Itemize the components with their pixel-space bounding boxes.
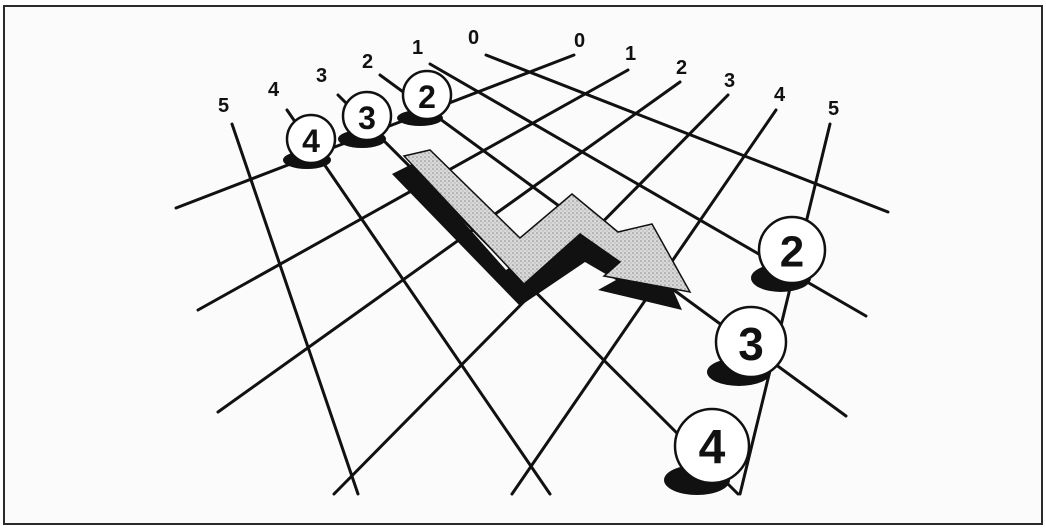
- right-label-1: 1: [625, 43, 636, 65]
- right-label-3: 3: [724, 70, 735, 92]
- left-label-2: 2: [362, 51, 373, 73]
- stone-right-4-number: 4: [699, 422, 726, 475]
- left-label-0: 0: [468, 27, 479, 49]
- left-label-5: 5: [218, 95, 229, 117]
- stone-right-2-number: 2: [780, 228, 804, 277]
- stone-left-2-number: 2: [418, 79, 436, 115]
- right-label-0: 0: [574, 30, 585, 52]
- left-label-1: 1: [412, 37, 423, 59]
- stone-left-3-number: 3: [358, 100, 376, 136]
- right-label-5: 5: [828, 98, 839, 120]
- stone-left-4-number: 4: [302, 123, 320, 159]
- right-label-2: 2: [676, 57, 687, 79]
- right-label-4: 4: [774, 84, 786, 106]
- left-label-4: 4: [268, 79, 280, 101]
- left-label-3: 3: [316, 65, 327, 87]
- stone-right-3-number: 3: [738, 318, 764, 370]
